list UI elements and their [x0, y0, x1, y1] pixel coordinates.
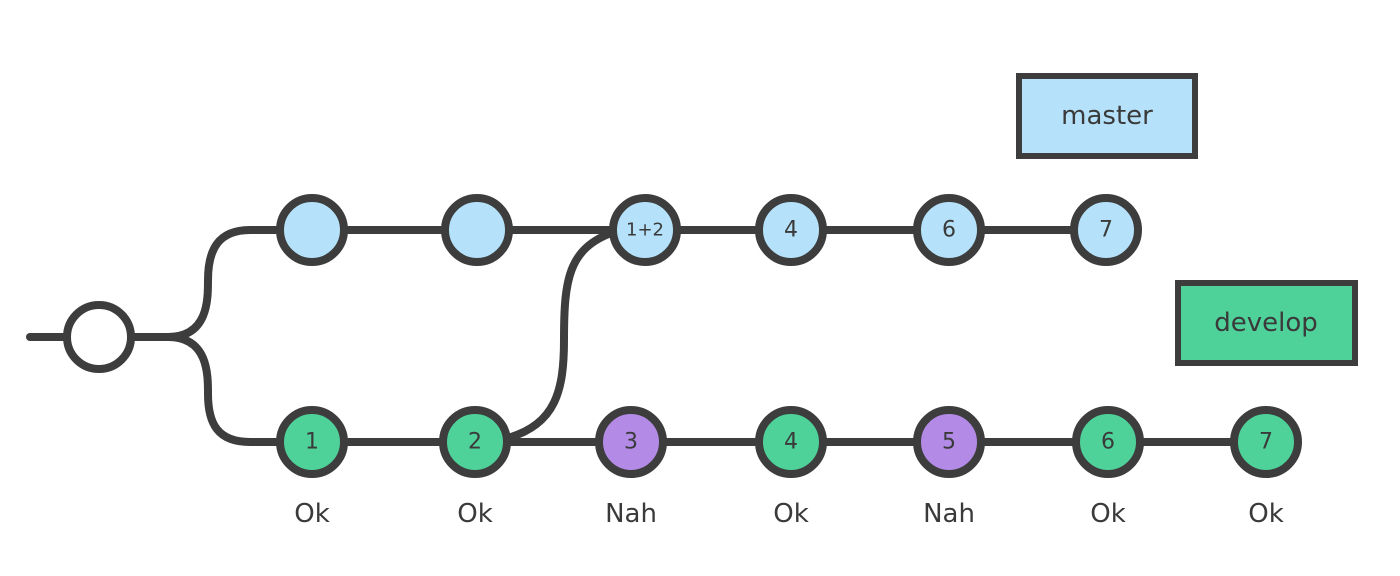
- commit-label: 6: [1101, 430, 1115, 455]
- commit-status-labels: Ok Ok Nah Ok Nah Ok Ok: [294, 499, 1284, 529]
- master-label-text: master: [1061, 101, 1153, 131]
- commit-status: Ok: [773, 499, 809, 529]
- master-commit: 4: [755, 194, 827, 266]
- master-commit: [276, 194, 348, 266]
- master-commit-merge: 1+2: [609, 194, 681, 266]
- master-commit: [441, 194, 513, 266]
- commit-status: Ok: [294, 499, 330, 529]
- develop-commit: 4: [755, 406, 827, 478]
- master-branch-label: master: [1016, 73, 1198, 159]
- fork-to-develop-line: [164, 333, 284, 446]
- develop-commit: 1: [276, 406, 348, 478]
- commit-label: 1: [305, 430, 319, 455]
- develop-commit: 2: [439, 406, 511, 478]
- develop-commit: 5: [913, 406, 985, 478]
- commit-label: 7: [1259, 430, 1273, 455]
- master-commit: 7: [1070, 194, 1142, 266]
- develop-label-text: develop: [1214, 308, 1318, 338]
- commit-status: Ok: [1248, 499, 1284, 529]
- develop-commit: 7: [1230, 406, 1302, 478]
- commit-status: Nah: [605, 499, 657, 529]
- commit-status: Ok: [457, 499, 493, 529]
- develop-branch-label: develop: [1175, 280, 1358, 366]
- develop-commit: 6: [1072, 406, 1144, 478]
- master-commit: 6: [913, 194, 985, 266]
- commit-status: Ok: [1090, 499, 1126, 529]
- commit-label: 5: [942, 430, 956, 455]
- merge-line: [504, 228, 618, 442]
- origin-commit: [63, 301, 135, 373]
- commit-label: 6: [942, 218, 956, 243]
- commit-status: Nah: [923, 499, 975, 529]
- commit-label: 3: [624, 430, 638, 455]
- master-commits: 1+2 4 6 7: [276, 194, 1142, 266]
- commit-label: 2: [468, 430, 482, 455]
- commit-label: 4: [784, 218, 798, 243]
- develop-commits: 1 2 3 4 5 6 7: [276, 406, 1302, 478]
- commit-label: 4: [784, 430, 798, 455]
- commit-label: 1+2: [626, 220, 664, 241]
- fork-to-master-line: [164, 226, 284, 341]
- commit-label: 7: [1099, 218, 1113, 243]
- develop-commit: 3: [595, 406, 667, 478]
